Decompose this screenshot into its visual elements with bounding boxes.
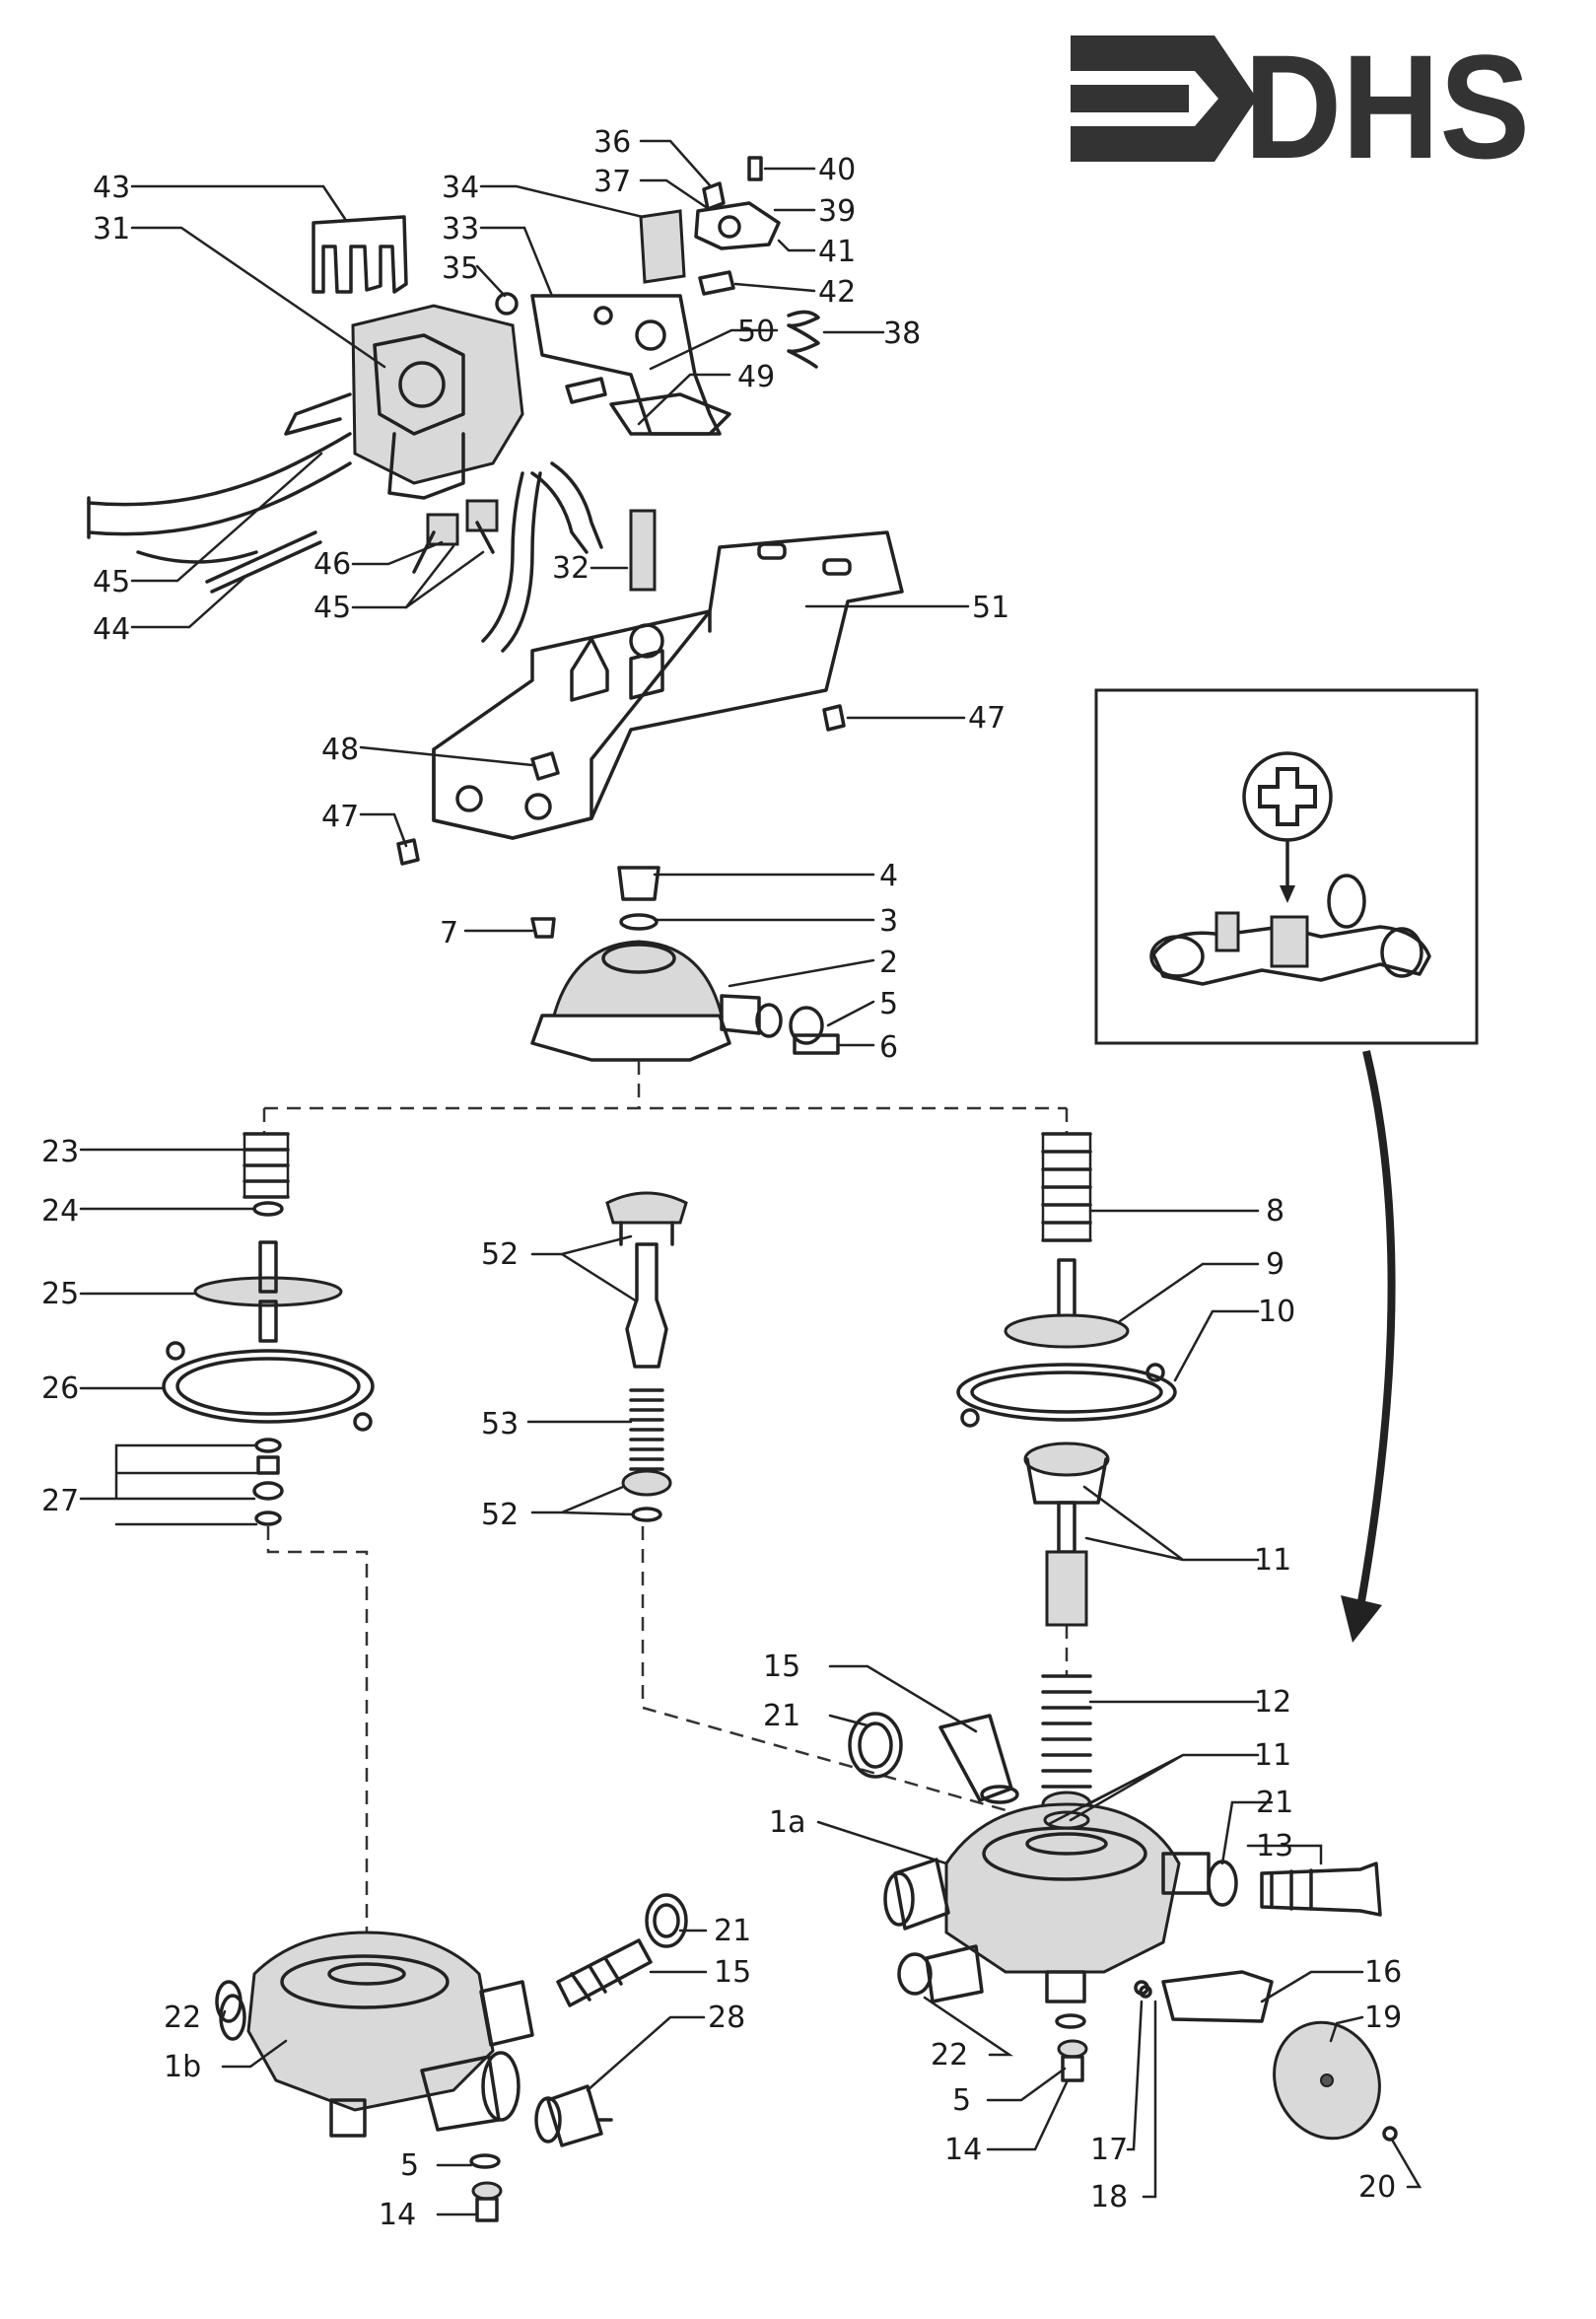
connector-lines [262,1061,1069,1932]
label-52-bottom: 52 [481,1498,519,1532]
label-14-left: 14 [379,2198,416,2232]
pump-head-1a [848,1712,1398,2142]
label-1b: 1b [164,2050,201,2084]
label-39: 39 [818,194,856,229]
curved-arrow [1341,1050,1396,1643]
label-10: 10 [1258,1295,1295,1329]
label-47-left: 47 [321,800,359,834]
label-9: 9 [1266,1247,1284,1282]
label-28: 28 [708,2001,745,2035]
label-22-right: 22 [931,2038,968,2073]
label-5-right: 5 [952,2083,971,2118]
upper-housing [530,866,840,1062]
valve-block-assembly [87,156,820,653]
label-53: 53 [481,1407,519,1441]
part-labels: 43 31 34 33 35 36 37 40 39 41 42 50 38 4… [41,125,1402,2232]
label-33: 33 [442,212,479,246]
label-26: 26 [41,1371,79,1406]
middle-valve-parts [605,1191,688,1522]
label-22-left: 22 [164,2001,201,2035]
dhs-logo: DHS [1071,24,1530,189]
label-5-left: 5 [400,2148,419,2183]
label-47-right: 47 [968,701,1006,736]
label-46: 46 [313,547,351,582]
label-21-left: 21 [714,1914,751,1948]
label-45-left: 45 [93,565,130,599]
label-45-center: 45 [313,591,351,625]
label-38: 38 [883,316,921,351]
label-27: 27 [41,1484,79,1518]
label-4: 4 [879,859,898,893]
label-3: 3 [879,904,898,939]
label-24: 24 [41,1194,79,1229]
label-41: 41 [818,235,856,269]
label-23: 23 [41,1135,79,1169]
label-5-top: 5 [879,987,898,1021]
label-31: 31 [93,212,130,246]
label-13: 13 [1256,1829,1293,1863]
label-52-top: 52 [481,1237,519,1272]
label-1a: 1a [769,1805,805,1840]
label-43: 43 [93,171,130,205]
label-35: 35 [442,251,479,286]
label-21-right: 21 [1256,1786,1293,1820]
label-21-right-top: 21 [763,1699,800,1733]
mounting-plate [396,530,904,866]
label-17: 17 [1090,2133,1128,2167]
pump-head-1b [215,1893,688,2222]
label-2: 2 [879,946,898,980]
label-49: 49 [737,360,775,394]
label-42: 42 [818,275,856,310]
label-6: 6 [879,1030,898,1065]
label-25: 25 [41,1277,79,1311]
label-15-right: 15 [763,1650,800,1684]
logo-text: DHS [1244,24,1530,189]
label-15-left: 15 [714,1955,751,1990]
label-12: 12 [1254,1685,1291,1720]
label-8: 8 [1266,1194,1284,1229]
label-50: 50 [737,315,775,349]
label-34: 34 [442,171,479,205]
label-11-top: 11 [1254,1543,1291,1578]
label-11-bottom: 11 [1254,1738,1291,1773]
label-37: 37 [593,165,631,199]
label-36: 36 [593,125,631,160]
left-valve-parts [162,1132,375,1526]
label-16: 16 [1364,1955,1402,1990]
inset-detail-box [1094,688,1479,1045]
label-51: 51 [972,591,1009,625]
leader-lines [79,139,1423,2216]
label-7: 7 [440,916,458,950]
label-14-right: 14 [944,2133,982,2167]
label-44: 44 [93,612,130,647]
label-40: 40 [818,153,856,187]
right-valve-parts [956,1132,1177,1818]
label-18: 18 [1090,2180,1128,2214]
label-20: 20 [1358,2170,1396,2205]
label-19: 19 [1364,2001,1402,2035]
label-48: 48 [321,733,359,767]
label-32: 32 [552,551,590,586]
